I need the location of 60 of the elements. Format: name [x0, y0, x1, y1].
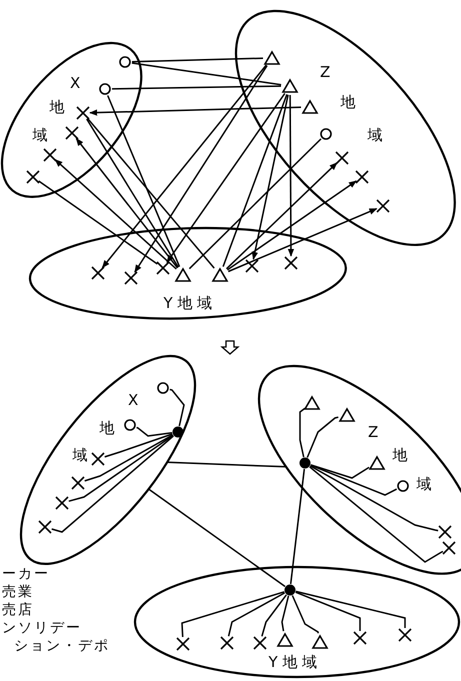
- arrow: [89, 106, 302, 116]
- branch-line: [295, 592, 361, 631]
- region-label: Y 地 域: [268, 653, 318, 671]
- legend-text: ンソリデー: [2, 619, 82, 637]
- branch-line: [310, 464, 370, 479]
- branch-line: [281, 596, 290, 632]
- branch-line: [310, 465, 438, 532]
- legend-text: 売店: [2, 601, 34, 619]
- branch-line: [104, 433, 173, 458]
- connector-line: [38, 180, 158, 265]
- connector-line: [222, 94, 288, 267]
- connector-line: [167, 462, 286, 468]
- branch-line: [306, 416, 338, 458]
- connector-line: [132, 62, 282, 86]
- legend-text: 売業: [2, 583, 34, 601]
- connector-line: [188, 138, 322, 270]
- region-label: 域: [32, 126, 48, 144]
- legend-text: ション・デポ: [14, 637, 110, 655]
- arrow: [134, 65, 268, 273]
- connector-line: [132, 57, 264, 63]
- region-label: 地: [99, 418, 114, 437]
- connector-line: [86, 118, 179, 268]
- branch-line: [292, 595, 319, 634]
- branch-line: [181, 591, 285, 638]
- region-label: X: [70, 74, 80, 92]
- region-label: 域: [72, 446, 88, 464]
- arrow: [288, 95, 294, 257]
- branch-line: [84, 434, 174, 482]
- branch-line: [310, 464, 398, 496]
- arrow: [76, 138, 178, 268]
- arrow: [102, 64, 267, 268]
- arrow: [54, 159, 177, 270]
- region-label: Z: [320, 62, 330, 81]
- region-label: X: [128, 390, 138, 409]
- branch-line: [309, 466, 444, 563]
- region-label: 地: [49, 98, 64, 116]
- connector-line: [107, 95, 180, 267]
- arrow: [226, 162, 338, 270]
- region-label: 地: [340, 92, 356, 111]
- region-label: Y 地 域: [163, 294, 212, 312]
- branch-line: [261, 594, 287, 636]
- branch-line: [299, 408, 306, 458]
- connector-line: [86, 118, 215, 269]
- region-label: 域: [416, 474, 432, 493]
- arrow: [226, 180, 357, 271]
- arrow: [228, 208, 378, 272]
- branch-line: [228, 592, 286, 636]
- branch-line: [296, 590, 406, 628]
- region-label: 地: [392, 446, 408, 464]
- connector-line: [112, 85, 282, 90]
- branch-line: [68, 434, 174, 502]
- connector-line: [290, 468, 306, 584]
- region-label: 域: [367, 126, 382, 144]
- branch-line: [170, 388, 185, 426]
- region-label: Z: [368, 422, 378, 441]
- branch-line: [136, 426, 172, 437]
- branch-line: [52, 435, 174, 533]
- arrow: [166, 92, 286, 263]
- arrow: [252, 94, 289, 260]
- connector-line: [148, 488, 286, 588]
